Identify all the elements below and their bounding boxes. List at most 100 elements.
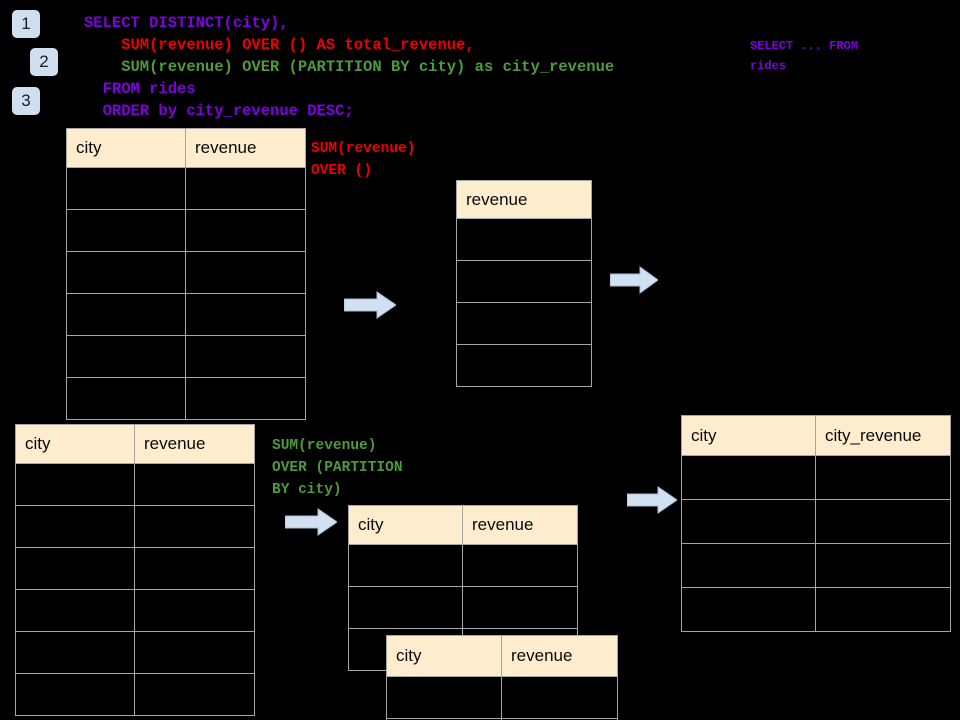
cell-revenue bbox=[185, 251, 306, 294]
arrow-top-right-icon bbox=[610, 266, 658, 294]
cell-city bbox=[66, 251, 186, 294]
column-header-city: city bbox=[66, 128, 186, 168]
cell-revenue bbox=[134, 463, 255, 506]
table-row bbox=[15, 463, 255, 506]
cell-revenue bbox=[456, 218, 592, 261]
cell-revenue bbox=[501, 718, 618, 720]
cell-city bbox=[681, 499, 816, 544]
step-badge-3[interactable]: 3 bbox=[12, 87, 40, 115]
sql-line-total-revenue: SUM(revenue) OVER () AS total_revenue, bbox=[84, 36, 475, 54]
table-city-revenue-result: city city_revenue bbox=[681, 415, 951, 632]
cell-revenue bbox=[134, 547, 255, 590]
cell-city-revenue bbox=[815, 587, 951, 632]
table-rides-source-bottom: city revenue bbox=[15, 424, 255, 716]
cell-city bbox=[681, 455, 816, 500]
table-row bbox=[66, 251, 306, 294]
table-total-revenue: revenue bbox=[456, 180, 592, 387]
cell-city bbox=[15, 505, 135, 548]
cell-revenue bbox=[185, 335, 306, 378]
table-row bbox=[15, 631, 255, 674]
table-row bbox=[15, 505, 255, 548]
step-badge-2[interactable]: 2 bbox=[30, 48, 58, 76]
table-header-row: city revenue bbox=[66, 128, 306, 168]
column-header-revenue: revenue bbox=[134, 424, 255, 464]
annotation-sum-over-empty: SUM(revenue) OVER () bbox=[311, 141, 416, 179]
cell-revenue bbox=[185, 209, 306, 252]
cell-city-revenue bbox=[815, 455, 951, 500]
column-header-revenue: revenue bbox=[462, 505, 578, 545]
cell-revenue bbox=[134, 631, 255, 674]
cell-revenue bbox=[185, 293, 306, 336]
cell-revenue bbox=[501, 676, 618, 719]
cell-city bbox=[15, 589, 135, 632]
cell-city-revenue bbox=[815, 499, 951, 544]
table-header-row: city revenue bbox=[15, 424, 255, 464]
table-row bbox=[681, 543, 951, 588]
column-header-city: city bbox=[15, 424, 135, 464]
cell-city bbox=[386, 676, 502, 719]
sql-line-order-by: ORDER by city_revenue DESC; bbox=[84, 102, 354, 120]
column-header-city: city bbox=[348, 505, 463, 545]
column-header-city: city bbox=[681, 415, 816, 456]
cell-revenue bbox=[462, 544, 578, 587]
cell-city bbox=[15, 547, 135, 590]
cell-city bbox=[66, 293, 186, 336]
cell-city bbox=[348, 586, 463, 629]
table-row bbox=[681, 587, 951, 632]
column-header-revenue: revenue bbox=[501, 635, 618, 677]
cell-city bbox=[66, 335, 186, 378]
step-badge-1[interactable]: 1 bbox=[12, 10, 40, 38]
table-partition-front: city revenue bbox=[386, 635, 618, 720]
cell-revenue bbox=[456, 344, 592, 387]
sql-line-select: SELECT DISTINCT(city), bbox=[84, 14, 289, 32]
table-row bbox=[66, 167, 306, 210]
table-header-row: city revenue bbox=[348, 505, 578, 545]
column-header-revenue: revenue bbox=[185, 128, 306, 168]
sql-line-city-revenue: SUM(revenue) OVER (PARTITION BY city) as… bbox=[84, 58, 615, 76]
cell-revenue bbox=[456, 302, 592, 345]
cell-revenue bbox=[185, 377, 306, 420]
annotation-sum-over-partition: SUM(revenue) OVER (PARTITION BY city) bbox=[272, 438, 403, 498]
table-row bbox=[66, 209, 306, 252]
cell-revenue bbox=[462, 586, 578, 629]
sql-line-from: FROM rides bbox=[84, 80, 196, 98]
cell-city bbox=[66, 209, 186, 252]
table-row bbox=[456, 344, 592, 387]
table-row bbox=[66, 335, 306, 378]
cell-city bbox=[681, 543, 816, 588]
cell-revenue bbox=[185, 167, 306, 210]
table-row bbox=[456, 302, 592, 345]
cell-revenue bbox=[134, 673, 255, 716]
table-row bbox=[66, 377, 306, 420]
table-row bbox=[66, 293, 306, 336]
table-header-row: revenue bbox=[456, 180, 592, 219]
cell-city bbox=[681, 587, 816, 632]
cell-city bbox=[66, 167, 186, 210]
cell-revenue bbox=[134, 589, 255, 632]
column-header-revenue: revenue bbox=[456, 180, 592, 219]
arrow-top-left-icon bbox=[344, 291, 396, 319]
column-header-city: city bbox=[386, 635, 502, 677]
arrow-bottom-right-icon bbox=[627, 486, 677, 514]
cell-city bbox=[15, 463, 135, 506]
cell-city bbox=[15, 631, 135, 674]
table-row bbox=[15, 673, 255, 716]
arrow-bottom-left-icon bbox=[285, 508, 337, 536]
cell-city bbox=[66, 377, 186, 420]
table-row bbox=[15, 589, 255, 632]
side-note-select-from-rides: SELECT ... FROM rides bbox=[750, 39, 859, 73]
table-header-row: city city_revenue bbox=[681, 415, 951, 456]
cell-city bbox=[15, 673, 135, 716]
cell-revenue bbox=[456, 260, 592, 303]
table-row bbox=[386, 676, 618, 719]
table-row bbox=[681, 455, 951, 500]
cell-city-revenue bbox=[815, 543, 951, 588]
table-row bbox=[15, 547, 255, 590]
table-header-row: city revenue bbox=[386, 635, 618, 677]
cell-city bbox=[348, 544, 463, 587]
table-row bbox=[681, 499, 951, 544]
table-row bbox=[348, 586, 578, 629]
table-row bbox=[386, 718, 618, 720]
table-row bbox=[348, 544, 578, 587]
